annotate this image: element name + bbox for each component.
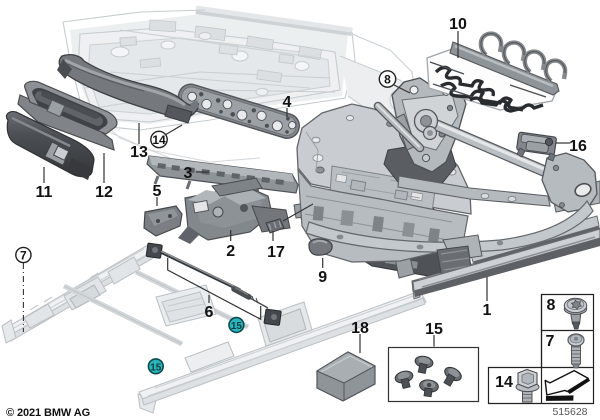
svg-text:8: 8 (384, 73, 391, 87)
svg-text:3: 3 (184, 165, 193, 182)
svg-text:© 2021 BMW AG: © 2021 BMW AG (6, 407, 90, 419)
svg-text:15: 15 (425, 321, 443, 338)
svg-text:14: 14 (495, 374, 513, 391)
svg-text:4: 4 (283, 94, 292, 111)
svg-text:10: 10 (449, 16, 467, 33)
svg-text:515628: 515628 (552, 406, 587, 418)
svg-text:16: 16 (569, 138, 587, 155)
svg-text:7: 7 (546, 333, 555, 350)
svg-text:11: 11 (36, 184, 53, 201)
svg-text:15: 15 (231, 321, 243, 332)
svg-text:6: 6 (205, 304, 214, 321)
svg-text:8: 8 (547, 297, 556, 314)
svg-text:1: 1 (483, 302, 492, 319)
svg-text:15: 15 (150, 362, 162, 373)
svg-text:13: 13 (130, 144, 148, 161)
svg-text:2: 2 (226, 243, 235, 260)
svg-text:12: 12 (95, 184, 113, 201)
svg-text:14: 14 (152, 133, 166, 147)
svg-text:9: 9 (318, 269, 327, 286)
svg-text:18: 18 (351, 320, 369, 337)
svg-text:5: 5 (153, 183, 162, 200)
svg-text:17: 17 (267, 244, 285, 261)
svg-text:7: 7 (20, 248, 27, 262)
